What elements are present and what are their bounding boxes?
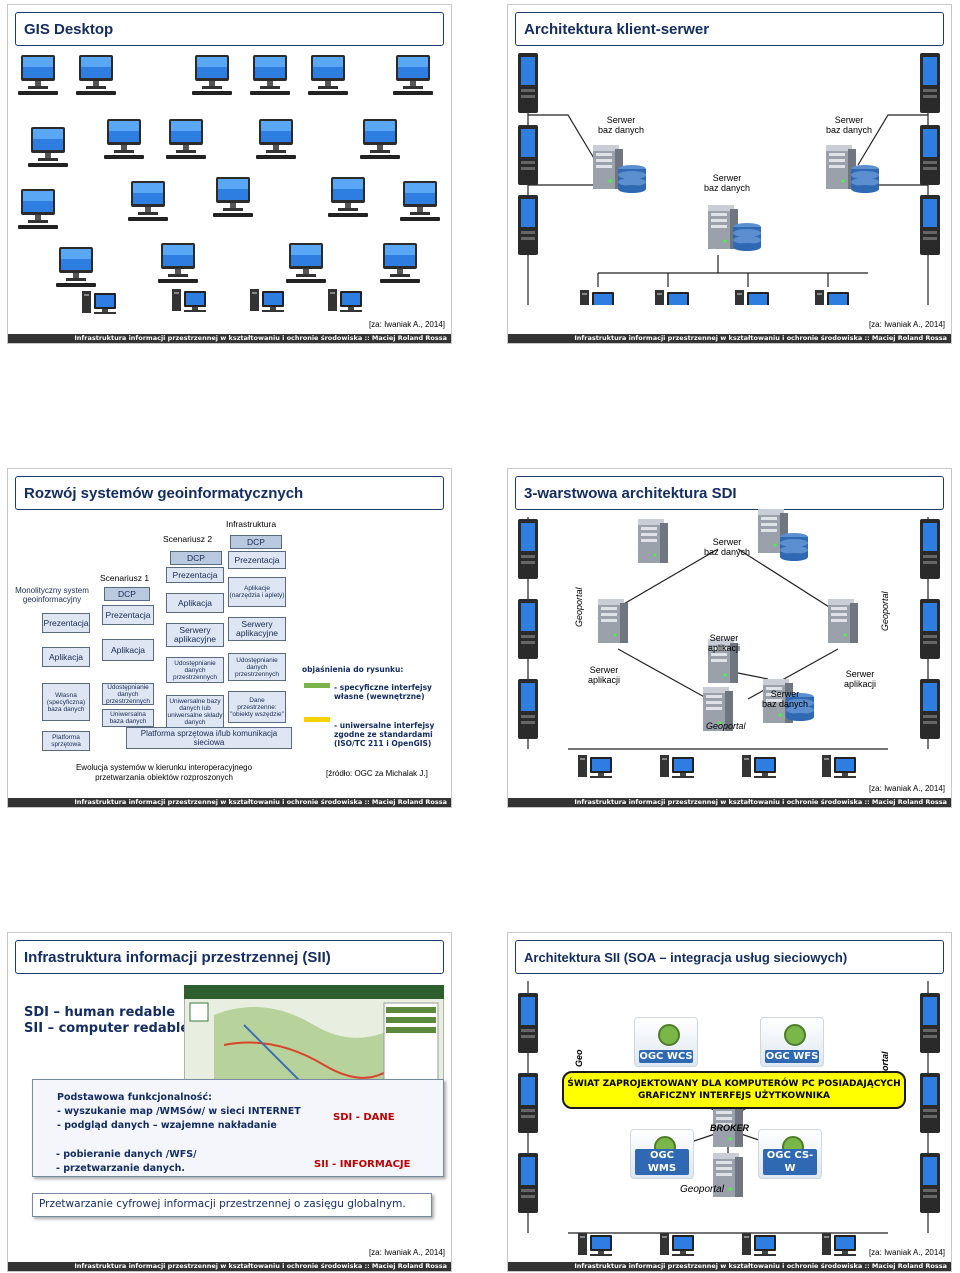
sii-informacje-label: SII - INFORMACJE [314, 1159, 411, 1170]
functionality-panel: Podstawowa funkcjonalność: - wyszukanie … [32, 1079, 444, 1177]
scen2-prezentacja: Prezentacja [166, 567, 224, 583]
source-citation: [za: Iwaniak A., 2014] [368, 1248, 445, 1257]
slide-footer: Infrastruktura informacji przestrzennej … [508, 334, 951, 343]
sdi-dane-label: SDI - DANE [333, 1112, 395, 1123]
scen1-dcp: DCP [104, 587, 150, 601]
infra-aplikacje-narzedzia: Aplikacje (narzędzia i aplety) [228, 577, 286, 607]
server-app-label: Serwer aplikacji [708, 633, 741, 653]
scen2-aplikacja: Aplikacja [166, 593, 224, 613]
func-item: - przetwarzanie danych. [56, 1163, 186, 1174]
server-app-label: Serwer aplikacji [844, 669, 877, 689]
pc-world-banner: ŚWIAT ZAPROJEKTOWANY DLA KOMPUTERÓW PC P… [562, 1071, 906, 1109]
server-db-label: Serwer baz danych [826, 115, 873, 135]
slide-title: 3-warstwowa architektura SDI [515, 476, 944, 510]
ogc-wcs-label: OGC WCS [639, 1050, 693, 1063]
func-item: - wyszukanie map /WMSów/ w sieci INTERNE… [57, 1106, 301, 1117]
slide-title: GIS Desktop [15, 12, 444, 46]
ogc-csw-service: OGC CS-W [758, 1129, 822, 1179]
monolith-aplikacja: Aplikacja [42, 647, 90, 667]
slide-soa: Architektura SII (SOA – integracja usług… [507, 932, 952, 1272]
geoportal-left-fragment: Geo [574, 1049, 584, 1067]
geoportal-left-label: Geoportal [574, 587, 584, 627]
server-db-label: Serwer baz danych [704, 537, 751, 557]
infra-udostepnianie: Udostępnianie danych przestrzennych [228, 653, 286, 681]
slide-sii: Infrastruktura informacji przestrzennej … [7, 932, 452, 1272]
server-db-label: Serwer baz danych [762, 689, 809, 709]
monolith-wlasna-baza: Własna (specyficzna) baza danych [42, 683, 90, 721]
slide-title: Rozwój systemów geoinformatycznych [15, 476, 444, 510]
server-app-label: Serwer aplikacji [588, 665, 621, 685]
geoportal-label: Geoportal [706, 721, 746, 731]
ogc-wcs-service: OGC WCS [634, 1017, 698, 1067]
monolith-text: Monolityczny system geoinformacyjny [15, 586, 89, 604]
ogc-csw-label: OGC CS-W [763, 1149, 817, 1175]
monolith-platforma: Platforma sprzętowa [42, 731, 90, 751]
infra-prezentacja: Prezentacja [228, 551, 286, 569]
platforma-bar: Platforma sprzętowa i/lub komunikacja si… [126, 727, 292, 749]
ogc-wfs-label: OGC WFS [765, 1050, 819, 1063]
functionality-heading: Podstawowa funkcjonalność: [57, 1092, 212, 1103]
scenario-1-label: Scenariusz 1 [100, 573, 150, 583]
slide-evolution: Rozwój systemów geoinformatycznych Infra… [7, 468, 452, 808]
scen2-uniwersalne-bazy: Uniwersalne bazy danych lub uniwersalne … [166, 695, 224, 729]
workstations-grid [18, 55, 440, 314]
gear-icon [784, 1024, 806, 1046]
slide-client-server: Architektura klient-serwer Serwer baz da… [507, 4, 952, 344]
infra-serwery: Serwery aplikacyjne [228, 617, 286, 641]
figure-source: [źródło: OGC za Michalak J.] [326, 769, 428, 778]
server-db-label: Serwer baz danych [704, 173, 751, 193]
func-item: - podgląd danych – wzajemne nakładanie [57, 1120, 277, 1131]
geoportal-label: Geoportal [680, 1184, 724, 1195]
scen1-aplikacja: Aplikacja [102, 639, 154, 661]
infra-dane-obiekty: Dane przestrzenne: "obiekty wszędzie" [228, 691, 286, 723]
slide-title: Architektura SII (SOA – integracja usług… [515, 940, 944, 974]
source-citation: [za: Iwaniak A., 2014] [868, 784, 945, 793]
slide-title: Architektura klient-serwer [515, 12, 944, 46]
slide-footer: Infrastruktura informacji przestrzennej … [8, 334, 451, 343]
slide-footer: Infrastruktura informacji przestrzennej … [8, 1262, 451, 1271]
server-db-label: Serwer baz danych [598, 115, 645, 135]
slide-footer: Infrastruktura informacji przestrzennej … [8, 798, 451, 807]
func-item: - pobieranie danych /WFS/ [56, 1149, 197, 1160]
slide-footer: Infrastruktura informacji przestrzennej … [508, 1262, 951, 1271]
scen1-uniwersalna-baza: Uniwersalna baza danych [102, 709, 154, 727]
scen2-udostepnianie: Udostępnianie danych przestrzennych [166, 657, 224, 683]
infrastruktura-label: Infrastruktura [226, 519, 277, 529]
slide-three-tier: 3-warstwowa architektura SDI Serwer baz … [507, 468, 952, 808]
source-citation: [za: Iwaniak A., 2014] [868, 1248, 945, 1257]
legend-swatches [304, 683, 330, 722]
legend-specific: - specyficzne interfejsy własne (wewnętr… [334, 683, 432, 701]
global-processing-text: Przetwarzanie cyfrowej informacji przest… [39, 1198, 406, 1210]
figure-caption: Ewolucja systemów w kierunku interoperac… [75, 763, 253, 782]
source-citation: [za: Iwaniak A., 2014] [368, 320, 445, 329]
scen1-udostepnianie: Udostępnianie danych przestrzennych [102, 683, 154, 705]
slide-gis-desktop: GIS Desktop [za: Iwaniak A., 2014] Infra… [7, 4, 452, 344]
legend-heading: objaśnienia do rysunku: [302, 665, 404, 674]
ogc-wms-service: OGC WMS [630, 1129, 694, 1179]
geoportal-right-label: Geoportal [880, 591, 890, 631]
scenario-2-label: Scenariusz 2 [163, 534, 213, 544]
global-processing-box: Przetwarzanie cyfrowej informacji przest… [32, 1193, 432, 1217]
source-citation: [za: Iwaniak A., 2014] [868, 320, 945, 329]
ogc-wms-label: OGC WMS [635, 1149, 689, 1175]
scen2-serwery: Serwery aplikacyjne [166, 623, 224, 647]
sdi-human-line: SDI – human redable [24, 1005, 176, 1020]
legend-universal: - uniwersalne interfejsy zgodne ze stand… [334, 721, 435, 748]
monolith-heading: Monolityczny system geoinformacyjny [12, 581, 92, 609]
scen1-prezentacja: Prezentacja [102, 605, 154, 625]
client-server-diagram [518, 53, 940, 305]
ogc-wfs-service: OGC WFS [760, 1017, 824, 1067]
geoportal-right-fragment: ortal [880, 1051, 890, 1071]
monolith-prezentacja: Prezentacja [42, 613, 90, 633]
slide-footer: Infrastruktura informacji przestrzennej … [508, 798, 951, 807]
broker-label: BROKER [710, 1123, 750, 1133]
scen2-dcp: DCP [170, 551, 222, 565]
infra-dcp: DCP [230, 535, 282, 549]
slide-title: Infrastruktura informacji przestrzennej … [15, 940, 444, 974]
gear-icon [658, 1024, 680, 1046]
three-tier-diagram [518, 509, 940, 778]
sii-computer-line: SII – computer redable [24, 1021, 190, 1036]
